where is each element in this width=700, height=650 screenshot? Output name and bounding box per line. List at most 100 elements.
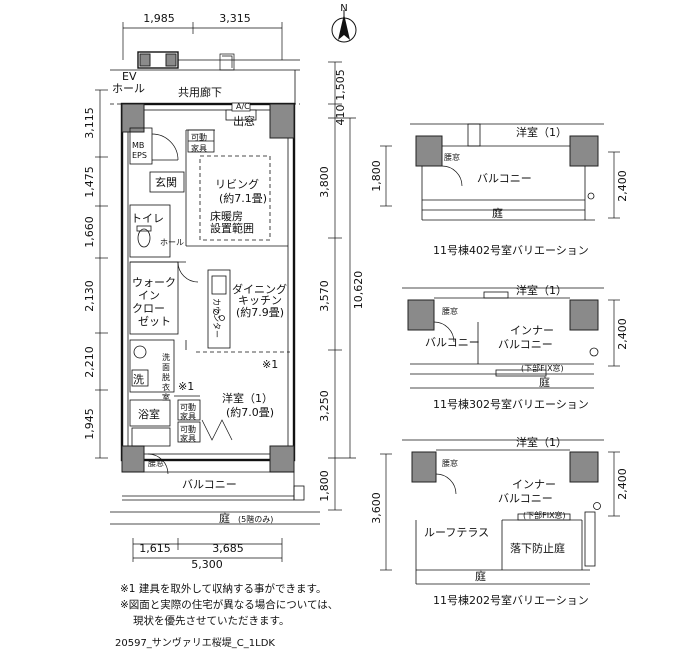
variation-302: 洋室（1） 腰窓 バルコニー インナー バルコニー (下部FIX窓) 庭 2,4… — [402, 283, 629, 411]
balcony-label: バルコニー — [182, 478, 237, 491]
note-3: 現状を優先させていただきます。 — [133, 614, 289, 627]
v2-window: 腰窓 — [442, 306, 458, 316]
ev-label: EV — [122, 70, 137, 83]
v3-roof: ルーフテラス — [424, 526, 489, 539]
movable-a-2: 家具 — [180, 411, 196, 421]
v2-dim-right: 2,400 — [616, 318, 629, 350]
right-dim-5: 3,250 — [318, 390, 331, 422]
v3-inner-2: バルコニー — [498, 492, 553, 505]
v3-fall: 落下防止庭 — [510, 541, 565, 555]
right-dim-6: 1,800 — [318, 470, 331, 502]
v3-inner-1: インナー — [512, 478, 556, 491]
north-label: N — [340, 3, 347, 14]
toilet-icon — [137, 228, 151, 248]
bedroom-size: (約7.0畳) — [226, 405, 274, 419]
dining-label-1: ダイニング — [232, 282, 287, 296]
wic-label-3: クロー — [132, 302, 165, 315]
v1-dim-left: 1,800 — [370, 160, 383, 192]
variation-402: 洋室（1） 腰窓 バルコニー 庭 1,800 2,400 11号棟402号室バリ… — [370, 123, 629, 257]
bottom-dim-2: 3,685 — [212, 542, 244, 555]
note-mark-1: ※1 — [262, 358, 278, 371]
hall-label: ホール — [160, 238, 184, 247]
north-arrow-icon: N — [331, 3, 357, 43]
left-dimension-line: 3,115 1,475 1,660 2,130 2,210 1,945 — [83, 89, 108, 459]
wic-label-2: イン — [138, 289, 160, 302]
v1-room: 洋室（1） — [516, 125, 567, 139]
v2-garden: 庭 — [539, 375, 550, 389]
bottom-dimension-line: 1,615 3,685 5,300 — [132, 538, 283, 571]
top-window-mark: A/C — [236, 102, 250, 111]
common-area: EV ホール 共用廊下 — [110, 51, 300, 105]
v2-fix: (下部FIX窓) — [521, 363, 564, 373]
v1-window: 腰窓 — [444, 152, 460, 162]
dining-label-2: キッチン — [238, 294, 282, 307]
washroom-4: 衣 — [162, 382, 170, 392]
floor-heat-1: 床暖房 — [210, 209, 243, 223]
bottom-dim-1: 1,615 — [139, 542, 171, 555]
bay-window-label: 出窓 — [233, 114, 255, 128]
mb-label: MB — [132, 141, 144, 150]
entrance-label: 玄関 — [155, 175, 177, 189]
main-balcony: バルコニー 庭 (5階のみ) — [110, 471, 320, 525]
note-mark-2: ※1 — [178, 380, 194, 393]
v2-balcony: バルコニー — [425, 336, 480, 349]
corridor-label: 共用廊下 — [178, 85, 222, 99]
living-size: (約7.1畳) — [219, 191, 267, 205]
right-dim-total: 10,620 — [352, 271, 365, 310]
v3-dim-right: 2,400 — [616, 468, 629, 500]
v2-caption: 11号棟302号室バリエーション — [433, 397, 589, 411]
v3-dim-left: 3,600 — [370, 492, 383, 524]
movable-b-2: 家具 — [180, 433, 196, 443]
garden-note: (5階のみ) — [238, 514, 273, 524]
washroom-3: 脱 — [162, 372, 170, 382]
bottom-dim-total: 5,300 — [191, 558, 223, 571]
left-dim-2: 1,475 — [83, 166, 96, 198]
left-dim-1: 3,115 — [83, 107, 96, 139]
top-dimension-line: 1,985 3,315 — [122, 12, 283, 60]
right-dim-3: 3,800 — [318, 166, 331, 198]
counter-label: カウンター — [212, 298, 221, 338]
bath-label: 浴室 — [138, 407, 160, 421]
wash-label: 洗 — [133, 373, 144, 386]
washroom-2: 面 — [162, 363, 170, 372]
movable-top-2: 家具 — [191, 143, 207, 153]
dining-size: (約7.9畳) — [236, 305, 284, 319]
living-label: リビング — [215, 177, 259, 191]
movable-a-1: 可動 — [180, 403, 196, 412]
wic-label-4: ゼット — [138, 315, 171, 328]
v3-caption: 11号棟202号室バリエーション — [433, 593, 589, 607]
v1-garden: 庭 — [492, 206, 503, 220]
variation-202: 洋室（1） 腰窓 インナー バルコニー (下部FIX窓) ルーフテラス 落下防止… — [370, 435, 629, 607]
v3-room: 洋室（1） — [516, 435, 567, 449]
right-dimension-line: 1,505 410 3,800 3,570 3,250 1,800 10,620 — [318, 61, 365, 511]
ev-hall-label: ホール — [112, 82, 145, 95]
movable-top-1: 可動 — [191, 133, 207, 142]
washroom-1: 洗 — [162, 352, 170, 362]
washroom-5: 室 — [162, 392, 170, 402]
wic-label-1: ウォーク — [132, 276, 176, 289]
movable-b-1: 可動 — [180, 425, 196, 434]
v1-caption: 11号棟402号室バリエーション — [433, 243, 589, 257]
kitchen-counter — [207, 269, 231, 349]
top-dim-1: 1,985 — [143, 12, 175, 25]
v3-window: 腰窓 — [442, 458, 458, 468]
bedroom-label: 洋室（1） — [222, 391, 273, 405]
right-dim-2: 410 — [334, 105, 347, 126]
left-dim-4: 2,130 — [83, 280, 96, 312]
toilet-label: トイレ — [131, 212, 164, 225]
note-1: ※1 建具を取外して収納する事ができます。 — [120, 582, 326, 595]
eps-label: EPS — [132, 151, 147, 160]
v1-balcony: バルコニー — [477, 172, 532, 185]
v2-inner-1: インナー — [510, 324, 554, 337]
interior-walls: MB EPS 玄関 可動 家具 出窓 トイレ ホール ウォーク イン クロー ゼ… — [129, 114, 290, 475]
right-dim-4: 3,570 — [318, 280, 331, 312]
v2-room: 洋室（1） — [516, 283, 567, 297]
v1-dim-right: 2,400 — [616, 170, 629, 202]
low-window-label: 腰窓 — [148, 458, 164, 468]
floor-heat-2: 設置範囲 — [210, 221, 254, 235]
right-dim-1: 1,505 — [334, 69, 347, 101]
v3-garden: 庭 — [475, 569, 486, 583]
footer-id: 20597_サンヴァリエ桜堤_C_1LDK — [115, 636, 275, 649]
v3-fix: (下部FIX窓) — [523, 510, 566, 520]
